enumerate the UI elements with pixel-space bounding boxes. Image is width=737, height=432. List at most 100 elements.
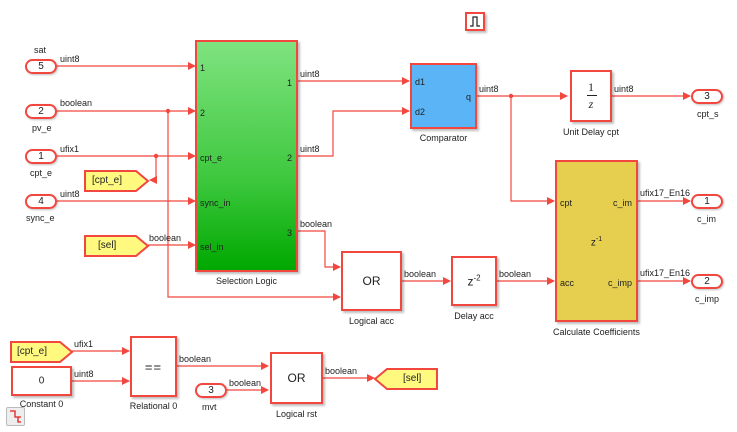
port-label: q (465, 92, 471, 102)
relational-block[interactable]: == (130, 336, 177, 397)
signal-label: boolean (325, 366, 358, 376)
constant-value: 0 (38, 375, 45, 387)
port-label: d1 (415, 77, 426, 87)
logical-acc-block[interactable]: OR (341, 251, 402, 311)
symbol-exponent: -1 (595, 236, 603, 243)
line-pv-e-branch (167, 111, 341, 301)
symbol-base: z (467, 274, 474, 289)
port-label: 3 (286, 228, 292, 238)
port-label: 2 (200, 108, 206, 118)
signal-label: boolean (499, 269, 532, 279)
port-number: 2 (704, 276, 710, 287)
signal-label: uint8 (300, 144, 320, 154)
signal-label: uint8 (60, 54, 80, 64)
constant-block[interactable]: 0 (11, 366, 72, 396)
selection-logic-label: Selection Logic (215, 276, 278, 286)
signal-label: boolean (60, 98, 93, 108)
port-label: acc (560, 278, 575, 288)
unit-delay-block[interactable]: 1 z (570, 70, 612, 122)
inport-mvt[interactable]: 3 (195, 383, 227, 398)
port-number: 3 (208, 385, 214, 396)
signal-label: ufix17_En16 (640, 188, 691, 198)
signal-label: boolean (179, 354, 212, 364)
port-label: cpt_e (200, 153, 223, 163)
branch-point (153, 153, 159, 159)
relational-operator: == (144, 359, 163, 374)
outport-label-c-im: c_im (697, 214, 717, 224)
pulse-generator-icon[interactable] (465, 12, 485, 31)
port-label: c_im (612, 198, 632, 208)
inport-label-mvt: mvt (202, 402, 217, 412)
port-label: sync_in (200, 198, 231, 208)
signal-label: ufix1 (60, 144, 80, 154)
port-number: 3 (704, 91, 710, 102)
port-label: 2 (286, 153, 292, 163)
calculate-coefficients-block[interactable]: cpt acc c_im c_imp z-1 (555, 160, 638, 322)
goto-tag-cpt-e-label: [cpt_e] (92, 175, 123, 186)
constant-label: Constant 0 (19, 399, 64, 409)
from-tag-cpt-e-label: [cpt_e] (17, 346, 48, 357)
inport-label-sat: sat (34, 45, 47, 55)
port-number: 5 (38, 61, 44, 72)
port-label: cpt (560, 198, 573, 208)
signal-label: boolean (300, 219, 333, 229)
outport-label-cpt-s: cpt_s (697, 109, 719, 119)
inport-label-cpt-e: cpt_e (30, 168, 53, 178)
goto-tag-sel[interactable] (374, 368, 438, 390)
port-number: 1 (704, 196, 710, 207)
fraction-bar (587, 95, 597, 96)
branch-point (165, 108, 171, 114)
signal-label: uint8 (74, 369, 94, 379)
outport-c-im[interactable]: 1 (691, 194, 723, 209)
delay-acc-block[interactable]: z-2 (451, 256, 497, 306)
outport-c-imp[interactable]: 2 (691, 274, 723, 289)
delay-acc-label: Delay acc (454, 311, 494, 321)
branch-point (508, 93, 514, 99)
port-label: 1 (286, 78, 292, 88)
comparator-block[interactable]: d1 d2 q (410, 63, 477, 129)
selection-logic-block[interactable]: 1 2 cpt_e sync_in sel_in 1 2 3 (195, 40, 298, 272)
signal-label: ufix1 (74, 339, 94, 349)
port-label: sel_in (200, 242, 224, 252)
from-tag-sel[interactable] (84, 235, 150, 257)
line-comp-branch (510, 96, 555, 205)
signal-label: uint8 (300, 69, 320, 79)
logical-acc-label: Logical acc (348, 316, 395, 326)
logical-rst-block[interactable]: OR (270, 352, 323, 404)
signal-label: uint8 (614, 84, 634, 94)
logical-rst-operator: OR (287, 371, 306, 385)
port-number: 4 (38, 196, 44, 207)
line-cpt-e-branch (149, 156, 157, 184)
comparator-label: Comparator (419, 133, 468, 143)
from-tag-cpt-e[interactable] (10, 341, 74, 363)
sample-time-legend-icon[interactable] (6, 407, 25, 426)
signal-label: boolean (229, 378, 262, 388)
inport-sync-e[interactable]: 4 (25, 194, 57, 209)
port-number: 2 (38, 106, 44, 117)
calc-coeff-symbol: z-1 (557, 236, 636, 248)
outport-cpt-s[interactable]: 3 (691, 89, 723, 104)
goto-tag-cpt-e[interactable] (84, 170, 150, 192)
calculate-coefficients-label: Calculate Coefficients (553, 327, 640, 337)
line-sl-out3 (297, 230, 341, 271)
signal-label: uint8 (60, 189, 80, 199)
relational-label: Relational 0 (129, 401, 178, 411)
symbol-exponent: -2 (473, 273, 481, 283)
inport-label-sync-e: sync_e (26, 213, 55, 223)
unit-delay-numerator: 1 (588, 80, 594, 94)
signal-label: ufix17_En16 (640, 268, 691, 278)
inport-sat[interactable]: 5 (25, 59, 57, 74)
port-label: d2 (415, 107, 426, 117)
unit-delay-label: Unit Delay cpt (562, 127, 620, 137)
inport-pv-e[interactable]: 2 (25, 104, 57, 119)
goto-tag-sel-label: [sel] (403, 373, 422, 384)
signal-label: boolean (149, 233, 182, 243)
inport-cpt-e[interactable]: 1 (25, 149, 57, 164)
symbol-base: z (590, 237, 596, 249)
from-tag-sel-label: [sel] (98, 240, 117, 251)
outport-label-c-imp: c_imp (695, 294, 720, 304)
line-sl-out2 (297, 107, 410, 157)
logical-acc-operator: OR (362, 274, 381, 288)
port-number: 1 (38, 151, 44, 162)
